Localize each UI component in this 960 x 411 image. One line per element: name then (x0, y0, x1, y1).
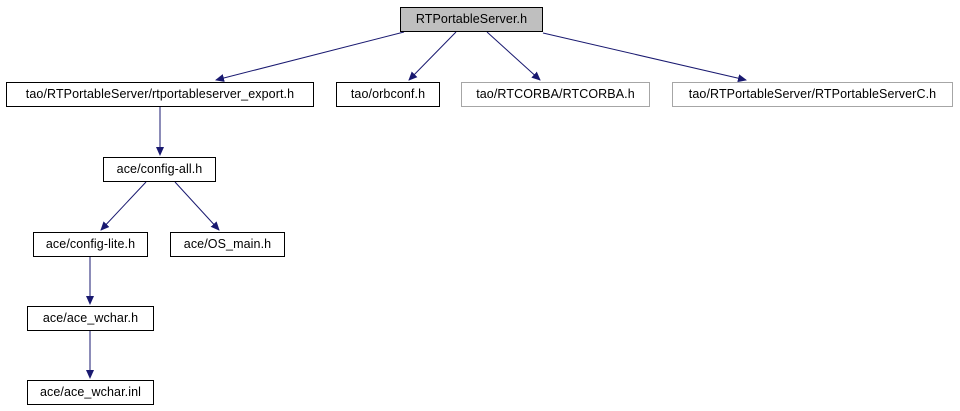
graph-node-orbconf-h[interactable]: tao/orbconf.h (336, 82, 440, 107)
graph-node-label: ace/config-all.h (116, 162, 203, 177)
graph-node-config-all-h[interactable]: ace/config-all.h (103, 157, 216, 182)
graph-node-label: ace/config-lite.h (45, 237, 136, 252)
graph-edge (408, 31, 457, 81)
graph-node-label: ace/OS_main.h (183, 237, 272, 252)
graph-node-label: tao/orbconf.h (350, 87, 426, 102)
graph-node-rtportableserver-h[interactable]: RTPortableServer.h (400, 7, 543, 32)
graph-node-ace-wchar-h[interactable]: ace/ace_wchar.h (27, 306, 154, 331)
graph-node-label: ace/ace_wchar.h (42, 311, 139, 326)
graph-edge (174, 181, 220, 231)
graph-edge (215, 31, 405, 82)
graph-node-os-main-h[interactable]: ace/OS_main.h (170, 232, 285, 257)
graph-node-label: tao/RTPortableServer/rtportableserver_ex… (25, 87, 295, 102)
graph-edge (100, 181, 147, 231)
graph-node-label: ace/ace_wchar.inl (39, 385, 142, 400)
graph-node-rtcorba-h[interactable]: tao/RTCORBA/RTCORBA.h (461, 82, 650, 107)
graph-edge (486, 31, 541, 81)
graph-node-label: tao/RTPortableServer/RTPortableServerC.h (688, 87, 937, 102)
graph-node-rtportableserverc-h[interactable]: tao/RTPortableServer/RTPortableServerC.h (672, 82, 953, 107)
graph-node-ace-wchar-inl[interactable]: ace/ace_wchar.inl (27, 380, 154, 405)
graph-node-config-lite-h[interactable]: ace/config-lite.h (33, 232, 148, 257)
graph-node-label: tao/RTCORBA/RTCORBA.h (476, 87, 635, 102)
graph-node-label: RTPortableServer.h (415, 12, 528, 27)
graph-node-rtportableserver-export-h[interactable]: tao/RTPortableServer/rtportableserver_ex… (6, 82, 314, 107)
graph-edge (542, 32, 747, 83)
